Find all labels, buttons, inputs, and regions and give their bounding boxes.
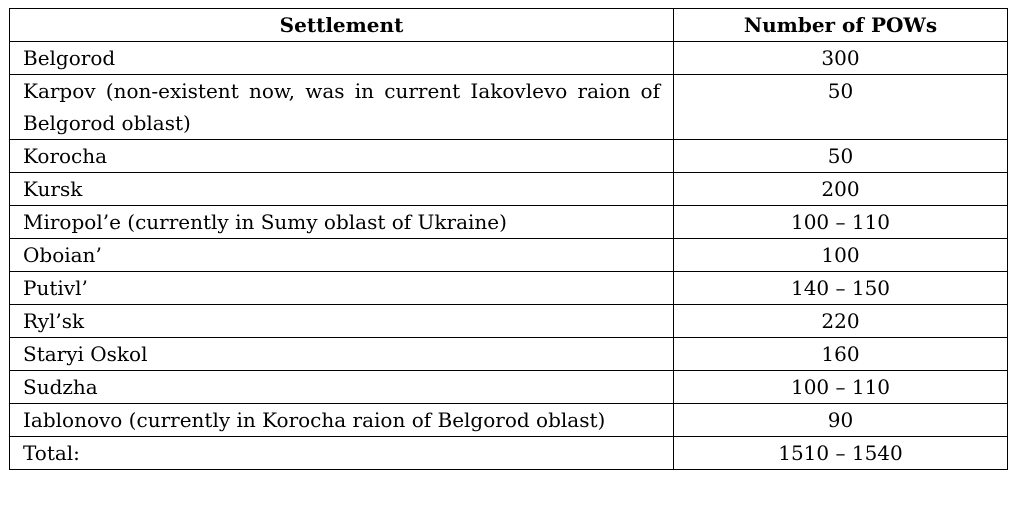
- settlement-cell: Iablonovo (currently in Korocha raion of…: [9, 403, 674, 437]
- pow-count-cell: 90: [673, 403, 1008, 437]
- pow-count-cell: 100 – 110: [673, 205, 1008, 239]
- pow-count-cell: 300: [673, 41, 1008, 75]
- pow-count-cell: 50: [673, 139, 1008, 173]
- pow-count-cell: 220: [673, 304, 1008, 338]
- pow-count-column-header: Number of POWs: [673, 8, 1008, 42]
- pow-count-cell: 160: [673, 337, 1008, 371]
- table-row: Sudzha 100 – 110: [9, 370, 1008, 404]
- settlement-column-header: Settlement: [9, 8, 674, 42]
- table-row: Kursk 200: [9, 172, 1008, 206]
- table-row: Karpov (non-existent now, was in current…: [9, 74, 1008, 140]
- table-header-row: Settlement Number of POWs: [9, 8, 1008, 42]
- total-row: Total: 1510 – 1540: [9, 436, 1008, 470]
- settlement-cell: Karpov (non-existent now, was in current…: [9, 74, 674, 140]
- table-row: Belgorod 300: [9, 41, 1008, 75]
- pow-count-cell: 100 – 110: [673, 370, 1008, 404]
- pow-count-cell: 50: [673, 74, 1008, 140]
- settlement-cell: Korocha: [9, 139, 674, 173]
- pow-count-cell: 140 – 150: [673, 271, 1008, 305]
- settlement-cell: Sudzha: [9, 370, 674, 404]
- table-row: Miropol’e (currently in Sumy oblast of U…: [9, 205, 1008, 239]
- table-row: Staryi Oskol 160: [9, 337, 1008, 371]
- total-count-cell: 1510 – 1540: [673, 436, 1008, 470]
- table-row: Iablonovo (currently in Korocha raion of…: [9, 403, 1008, 437]
- table-row: Oboian’ 100: [9, 238, 1008, 272]
- total-label-cell: Total:: [9, 436, 674, 470]
- table-row: Putivl’ 140 – 150: [9, 271, 1008, 305]
- settlement-cell: Belgorod: [9, 41, 674, 75]
- settlement-cell: Oboian’: [9, 238, 674, 272]
- pow-count-cell: 200: [673, 172, 1008, 206]
- table-row: Ryl’sk 220: [9, 304, 1008, 338]
- settlement-cell: Miropol’e (currently in Sumy oblast of U…: [9, 205, 674, 239]
- table-row: Korocha 50: [9, 139, 1008, 173]
- settlement-cell: Putivl’: [9, 271, 674, 305]
- pow-settlement-table: Settlement Number of POWs Belgorod 300 K…: [9, 8, 1008, 470]
- pow-count-cell: 100: [673, 238, 1008, 272]
- settlement-cell: Kursk: [9, 172, 674, 206]
- settlement-cell: Staryi Oskol: [9, 337, 674, 371]
- settlement-cell: Ryl’sk: [9, 304, 674, 338]
